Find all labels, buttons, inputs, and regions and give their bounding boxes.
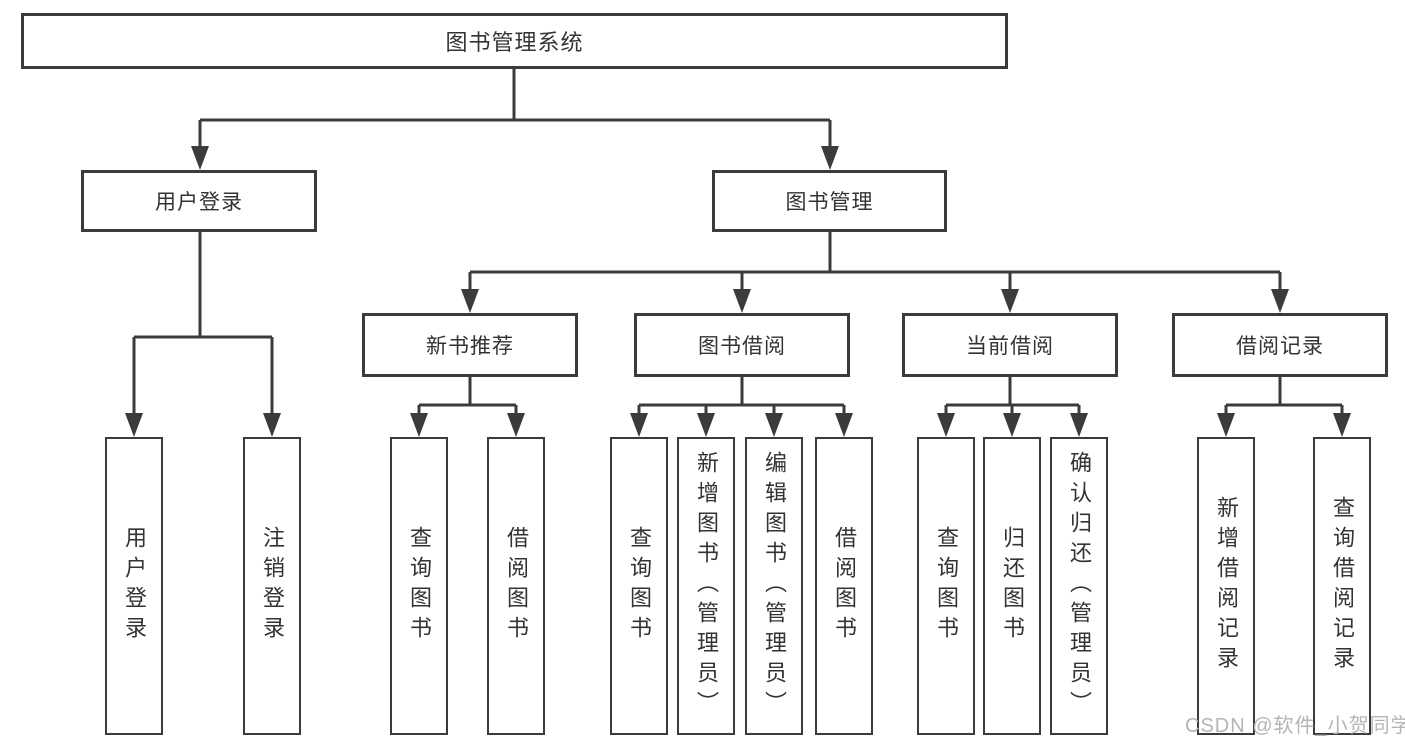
- leaf-cb-return-book: 归还图书: [983, 437, 1041, 735]
- leaf-br-add-record-label: 新增借阅记录: [1214, 496, 1239, 676]
- node-book-mgmt-label: 图书管理: [785, 191, 874, 214]
- leaf-cb-query-book: 查询图书: [917, 437, 975, 735]
- node-current-borrow: 当前借阅: [902, 313, 1118, 377]
- leaf-user-login-label: 用户登录: [122, 526, 147, 646]
- leaf-bb-edit-book-label: 编辑图书（管理员）: [762, 451, 787, 721]
- leaf-cb-confirm-return-label: 确认归还（管理员）: [1067, 451, 1092, 721]
- leaf-bb-edit-book: 编辑图书（管理员）: [745, 437, 803, 735]
- csdn-watermark: CSDN @软件_小贺同学: [1185, 715, 1405, 737]
- node-new-book-rec-label: 新书推荐: [426, 335, 514, 358]
- leaf-bb-query-book-label: 查询图书: [627, 526, 652, 646]
- leaf-rec-borrow-book: 借阅图书: [487, 437, 545, 735]
- node-root: 图书管理系统: [21, 13, 1008, 69]
- node-current-borrow-label: 当前借阅: [966, 335, 1054, 358]
- node-book-mgmt: 图书管理: [712, 170, 947, 232]
- node-user-login: 用户登录: [81, 170, 317, 232]
- arrowhead-icons: [125, 146, 1351, 437]
- node-book-borrow-label: 图书借阅: [698, 335, 786, 358]
- leaf-bb-add-book: 新增图书（管理员）: [677, 437, 735, 735]
- node-borrow-records: 借阅记录: [1172, 313, 1388, 377]
- leaf-rec-query-book-label: 查询图书: [407, 526, 432, 646]
- leaf-bb-borrow-book: 借阅图书: [815, 437, 873, 735]
- leaf-br-query-record: 查询借阅记录: [1313, 437, 1371, 735]
- node-new-book-rec: 新书推荐: [362, 313, 578, 377]
- node-root-label: 图书管理系统: [445, 30, 584, 55]
- leaf-cb-confirm-return: 确认归还（管理员）: [1050, 437, 1108, 735]
- leaf-logout-label: 注销登录: [260, 526, 285, 646]
- leaf-bb-add-book-label: 新增图书（管理员）: [694, 451, 719, 721]
- leaf-br-query-record-label: 查询借阅记录: [1330, 496, 1355, 676]
- leaf-br-add-record: 新增借阅记录: [1197, 437, 1255, 735]
- leaf-bb-borrow-book-label: 借阅图书: [832, 526, 857, 646]
- leaf-cb-query-book-label: 查询图书: [934, 526, 959, 646]
- leaf-rec-query-book: 查询图书: [390, 437, 448, 735]
- leaf-user-login: 用户登录: [105, 437, 163, 735]
- leaf-rec-borrow-book-label: 借阅图书: [504, 526, 529, 646]
- leaf-cb-return-book-label: 归还图书: [1000, 526, 1025, 646]
- leaf-bb-query-book: 查询图书: [610, 437, 668, 735]
- node-book-borrow: 图书借阅: [634, 313, 850, 377]
- node-borrow-records-label: 借阅记录: [1236, 335, 1324, 358]
- leaf-logout: 注销登录: [243, 437, 301, 735]
- node-user-login-label: 用户登录: [155, 191, 243, 214]
